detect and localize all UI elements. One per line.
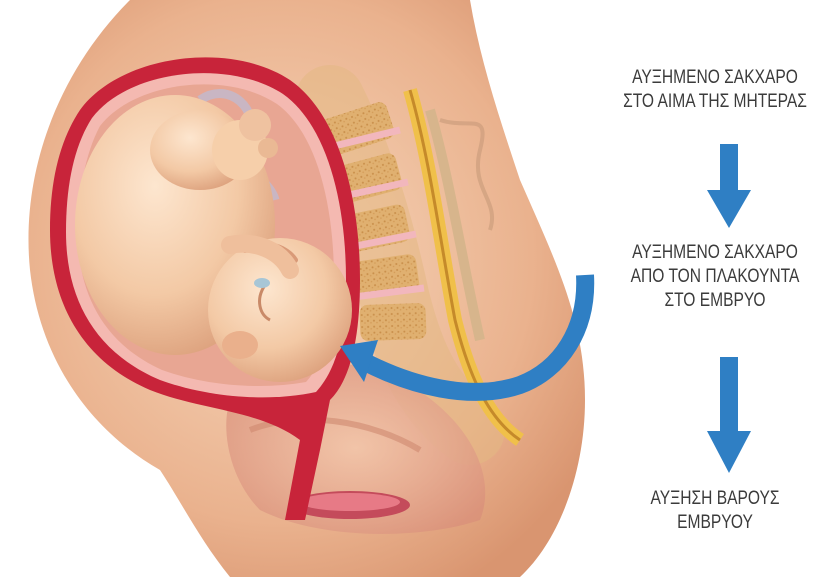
flow-step-placental-sugar: ΑΥΞΗΜΕΝΟ ΣΑΚΧΑΡΟ ΑΠΟ ΤΟΝ ΠΛΑΚΟΥΝΤΑ ΣΤΟ Ε…	[613, 241, 818, 313]
step-line: ΕΜΒΡΥΟΥ	[613, 511, 818, 535]
step-line: ΣΤΟ ΕΜΒΡΥΟ	[613, 289, 818, 313]
arrow-down-icon	[707, 357, 751, 473]
pregnancy-cross-section-illustration	[0, 0, 610, 577]
flow-step-maternal-blood-sugar: ΑΥΞΗΜΕΝΟ ΣΑΚΧΑΡΟ ΣΤΟ ΑΙΜΑ ΤΗΣ ΜΗΤΕΡΑΣ	[613, 66, 818, 114]
arrow-down-icon	[707, 144, 751, 228]
flow-step-fetal-weight-gain: ΑΥΞΗΣΗ ΒΑΡΟΥΣ ΕΜΒΡΥΟΥ	[613, 487, 818, 535]
step-line: ΑΠΟ ΤΟΝ ΠΛΑΚΟΥΝΤΑ	[613, 265, 818, 289]
step-line: ΑΥΞΗΣΗ ΒΑΡΟΥΣ	[613, 487, 818, 511]
step-line: ΣΤΟ ΑΙΜΑ ΤΗΣ ΜΗΤΕΡΑΣ	[613, 90, 818, 114]
step-line: ΑΥΞΗΜΕΝΟ ΣΑΚΧΑΡΟ	[613, 66, 818, 90]
step-line: ΑΥΞΗΜΕΝΟ ΣΑΚΧΑΡΟ	[613, 241, 818, 265]
